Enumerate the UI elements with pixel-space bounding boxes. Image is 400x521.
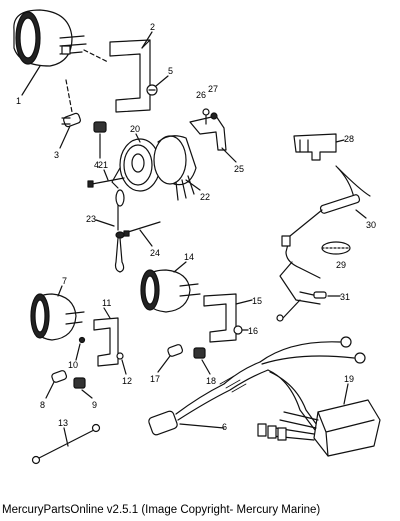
gauge-7 (30, 293, 85, 341)
housing-22 (153, 135, 197, 201)
dashed-guide (65, 79, 73, 113)
callout-12: 12 (122, 376, 132, 386)
callout-16: 16 (248, 326, 258, 336)
bulb-socket-3 (61, 112, 81, 128)
leader-line-28 (335, 139, 345, 143)
leader-line-6 (179, 423, 225, 429)
leader-line-17 (157, 355, 171, 373)
leader-line-3 (59, 125, 71, 149)
jumper-lead-13 (31, 423, 101, 465)
leader-line-21 (103, 169, 109, 181)
leader-line-10 (75, 343, 81, 361)
screw-24 (123, 221, 161, 237)
screw-21 (87, 177, 125, 188)
callout-3: 3 (54, 150, 59, 160)
leader-line-24 (139, 229, 153, 247)
nut-27 (210, 112, 218, 120)
callout-17: 17 (150, 374, 160, 384)
gauge-14 (140, 269, 201, 313)
leader-line-14 (173, 261, 187, 273)
regulator-19 (257, 399, 381, 457)
callout-15: 15 (252, 296, 262, 306)
callout-19: 19 (344, 374, 354, 384)
callout-24: 24 (150, 248, 160, 258)
leader-line-25 (221, 147, 237, 163)
bracket-11 (93, 317, 119, 367)
callout-1: 1 (16, 96, 21, 106)
leader-line-30 (355, 209, 367, 219)
leader-line-18 (201, 359, 211, 375)
image-caption: MercuryPartsOnline v2.5.1 (Image Copyrig… (2, 504, 321, 516)
screw-26 (202, 108, 210, 125)
exploded-parts-diagram: 1 2 3 4 5 6 7 8 9 10 11 12 13 14 15 16 1… (13, 9, 381, 465)
callout-9: 9 (92, 400, 97, 410)
mounting-ring-20 (111, 138, 161, 192)
bracket-25 (189, 115, 227, 151)
lamp-9 (73, 377, 86, 389)
bulb-socket-17 (167, 344, 184, 357)
nut-5 (146, 84, 158, 96)
leader-line-1 (21, 65, 41, 96)
callout-22: 22 (200, 192, 210, 202)
callout-26: 26 (196, 90, 206, 100)
dashed-guide (83, 49, 109, 63)
leader-line-5 (155, 75, 169, 87)
leader-line-20 (135, 133, 141, 143)
nut-16 (233, 325, 243, 335)
leader-line-8 (45, 381, 55, 399)
leader-line-22 (185, 179, 201, 191)
bulb-assembly-23 (114, 189, 125, 273)
nut-12 (116, 352, 124, 360)
leader-line-11 (103, 307, 111, 319)
callout-29: 29 (336, 260, 346, 270)
bracket-15 (203, 293, 237, 343)
leader-line-9 (81, 389, 93, 399)
callout-4: 4 (94, 160, 99, 170)
bracket-2 (109, 39, 151, 113)
callout-23: 23 (86, 214, 96, 224)
callout-21: 21 (98, 160, 108, 170)
leader-line-23 (95, 219, 115, 227)
callout-11: 11 (102, 298, 111, 308)
callout-20: 20 (130, 124, 140, 134)
callout-31: 31 (340, 292, 350, 302)
leader-line-7 (57, 285, 63, 297)
bracket-28 (293, 133, 337, 161)
callout-5: 5 (168, 66, 173, 76)
callout-18: 18 (206, 376, 216, 386)
leader-line-15 (235, 299, 253, 305)
callout-28: 28 (344, 134, 354, 144)
clamp-29 (321, 241, 351, 255)
harness-30 (279, 165, 371, 305)
leader-line-19 (343, 383, 349, 405)
leader-line-13 (63, 427, 69, 447)
bulb-socket-8 (51, 370, 68, 383)
lamp-4 (93, 121, 107, 133)
gauge-1 (13, 9, 87, 67)
callout-10: 10 (68, 360, 78, 370)
screw-10 (78, 336, 86, 344)
callout-labels: 1 2 3 4 5 6 7 8 9 10 11 12 13 14 15 16 1… (16, 22, 376, 432)
lead-31 (276, 291, 327, 322)
callout-14: 14 (184, 252, 194, 262)
callout-13: 13 (58, 418, 68, 428)
callout-25: 25 (234, 164, 244, 174)
lamp-18 (193, 347, 206, 359)
callout-7: 7 (62, 276, 67, 286)
callout-6: 6 (222, 422, 227, 432)
leader-line-2 (141, 31, 153, 49)
wiring-harness-6 (148, 336, 366, 436)
callout-27: 27 (208, 84, 218, 94)
leader-line-12 (121, 359, 127, 375)
callout-8: 8 (40, 400, 45, 410)
callout-30: 30 (366, 220, 376, 230)
callout-2: 2 (150, 22, 155, 32)
